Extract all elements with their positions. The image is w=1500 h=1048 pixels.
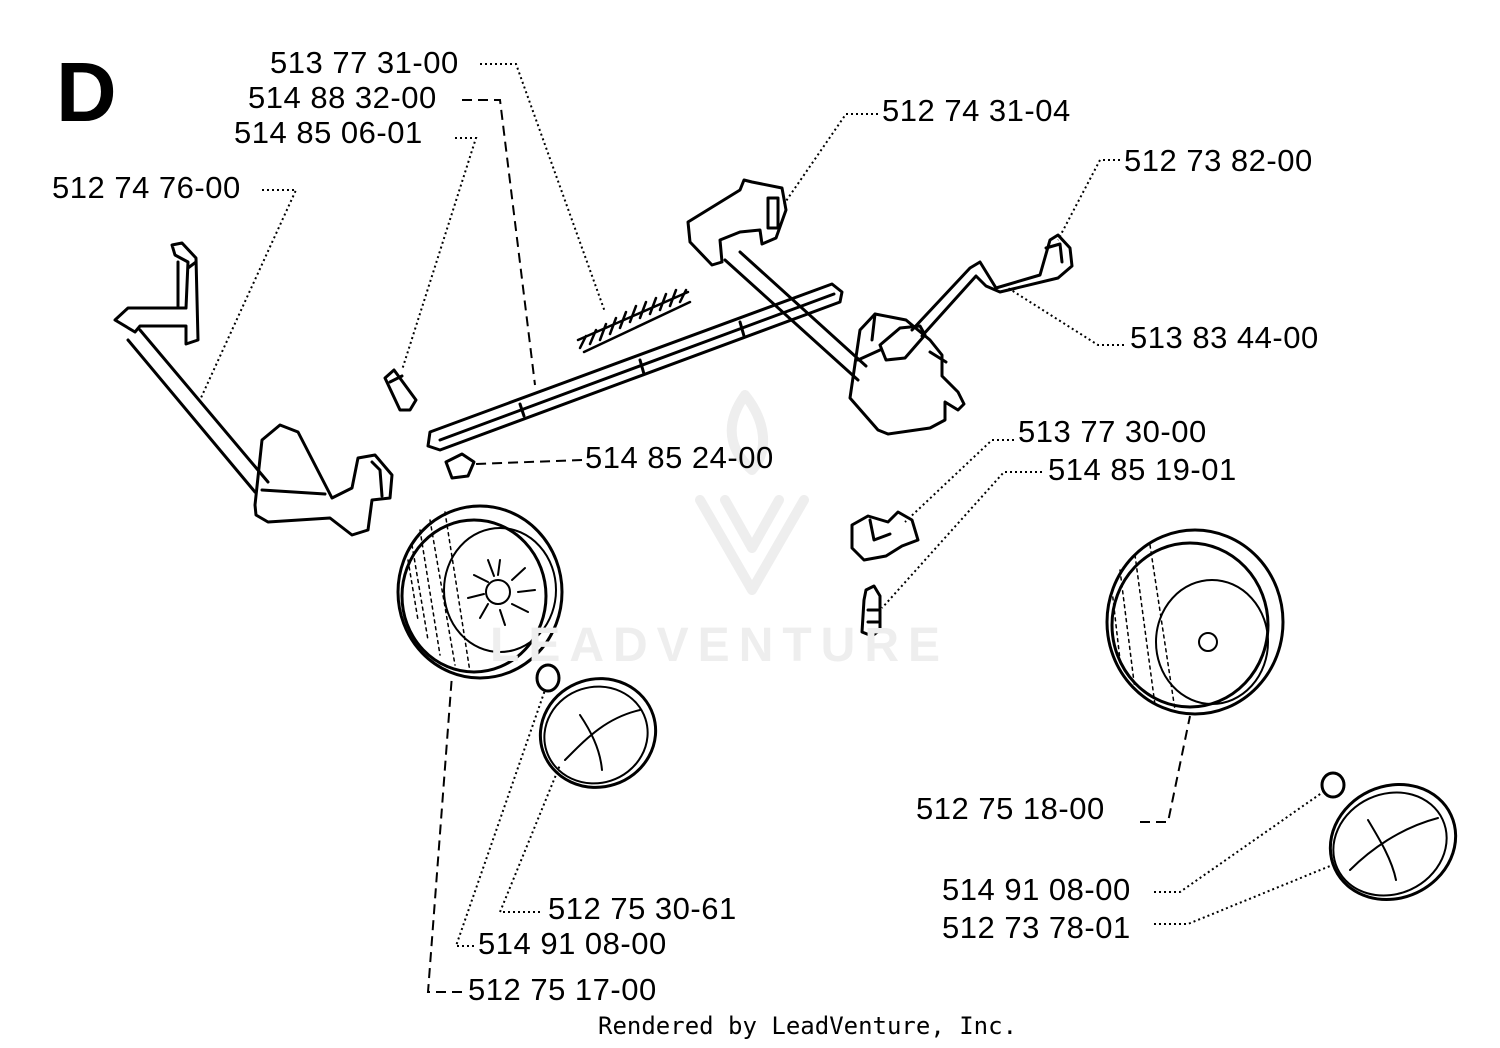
height-lever (878, 233, 1074, 362)
main-shaft (426, 282, 844, 452)
part-label-514-91-08-00-right[interactable]: 514 91 08-00 (942, 872, 1131, 907)
part-label-512-74-31-04[interactable]: 512 74 31-04 (882, 93, 1071, 128)
part-label-512-73-78-01[interactable]: 512 73 78-01 (942, 910, 1131, 945)
part-label-514-85-19-01[interactable]: 514 85 19-01 (1048, 452, 1237, 487)
part-label-512-74-76-00[interactable]: 512 74 76-00 (52, 170, 241, 205)
part-label-514-85-06-01[interactable]: 514 85 06-01 (234, 115, 423, 150)
spring-513-77-31-00 (576, 288, 692, 354)
watermark-logo (695, 390, 809, 595)
part-label-513-83-44-00[interactable]: 513 83 44-00 (1130, 320, 1319, 355)
part-label-512-73-82-00[interactable]: 512 73 82-00 (1124, 143, 1313, 178)
watermark-text: LEADVENTURE (490, 619, 950, 672)
pin-514-85-06-01 (383, 368, 418, 412)
leader-lines (199, 63, 1331, 993)
credit-text: Rendered by LeadVenture, Inc. (598, 1012, 1018, 1040)
right-wheel (1105, 528, 1285, 716)
section-letter: D (56, 45, 117, 139)
part-label-513-77-31-00[interactable]: 513 77 31-00 (270, 45, 459, 80)
clip-513-77-30-00 (850, 510, 920, 562)
left-axle-bracket (113, 241, 394, 537)
part-label-514-91-08-00-left[interactable]: 514 91 08-00 (478, 926, 667, 961)
right-axle-bracket (686, 178, 966, 436)
part-label-512-75-17-00[interactable]: 512 75 17-00 (468, 972, 657, 1007)
part-label-512-75-30-61[interactable]: 512 75 30-61 (548, 891, 737, 926)
bolt-514-85-19-01 (860, 584, 882, 638)
washer-514-85-24-00 (444, 452, 476, 480)
washer-514-91-08-00-right (1320, 771, 1346, 799)
part-label-512-75-18-00[interactable]: 512 75 18-00 (916, 791, 1105, 826)
right-hubcap (1328, 782, 1458, 902)
left-hubcap (538, 677, 658, 789)
washer-514-91-08-00-left (535, 663, 561, 693)
part-label-514-85-24-00[interactable]: 514 85 24-00 (585, 440, 774, 475)
part-label-513-77-30-00[interactable]: 513 77 30-00 (1018, 414, 1207, 449)
part-label-514-88-32-00[interactable]: 514 88 32-00 (248, 80, 437, 115)
left-wheel (396, 504, 564, 680)
